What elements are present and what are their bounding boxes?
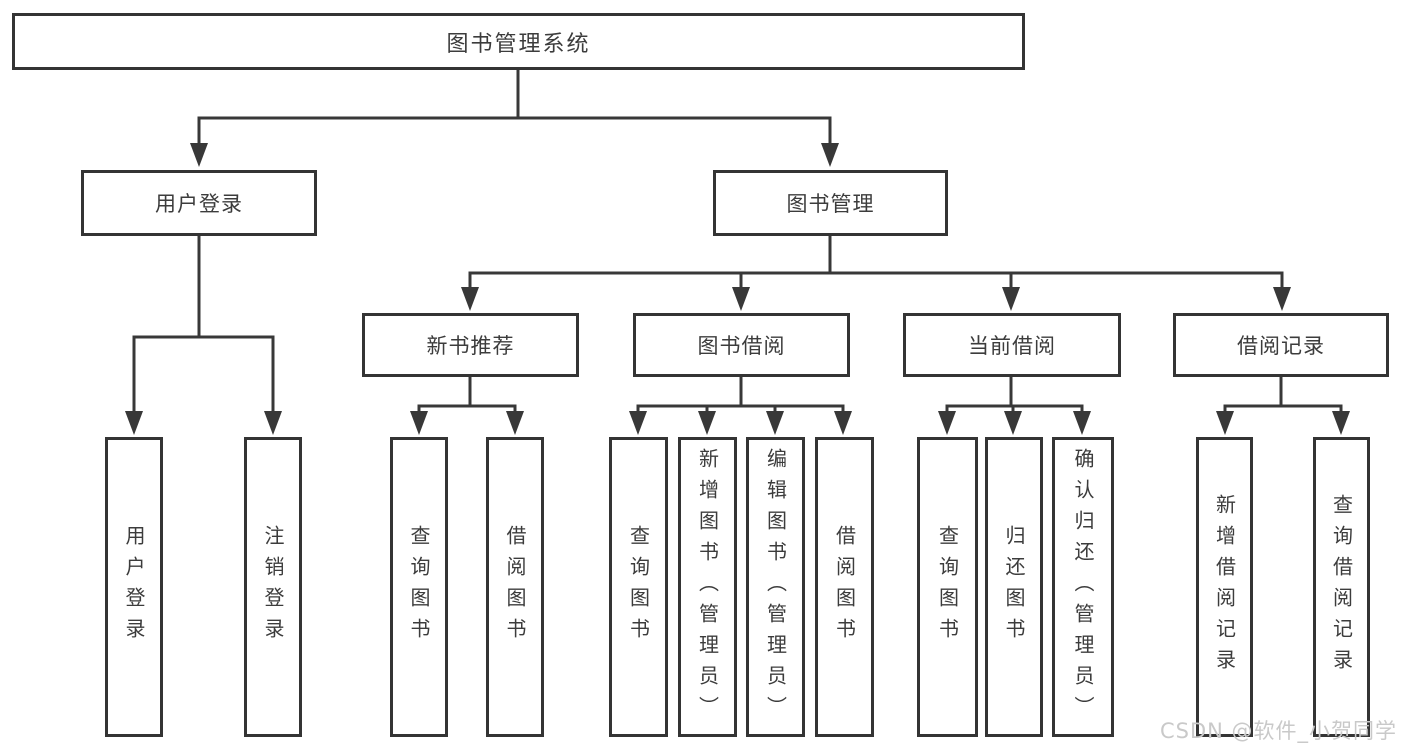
- leaf-edit-books-admin-label: 编辑图书（管理员）: [763, 447, 788, 727]
- leaf-add-books-admin-label: 新增图书（管理员）: [695, 447, 720, 727]
- node-root-system: 图书管理系统: [12, 13, 1025, 70]
- leaf-borrow-books-label: 借阅图书: [832, 525, 857, 649]
- leaf-recommend-query-books: 查询图书: [390, 437, 448, 737]
- leaf-logout-label: 注销登录: [261, 525, 285, 649]
- node-new-book-recommend: 新书推荐: [362, 313, 579, 377]
- leaf-borrow-query-books: 查询图书: [609, 437, 668, 737]
- leaf-current-query-books: 查询图书: [917, 437, 978, 737]
- leaf-recommend-borrow-books: 借阅图书: [486, 437, 544, 737]
- leaf-borrow-query-books-label: 查询图书: [626, 525, 651, 649]
- node-book-management: 图书管理: [713, 170, 948, 236]
- leaf-return-books-label: 归还图书: [1002, 525, 1026, 649]
- leaf-confirm-return-admin-label: 确认归还（管理员）: [1071, 447, 1095, 727]
- leaf-query-borrow-record: 查询借阅记录: [1313, 437, 1370, 737]
- node-root-system-label: 图书管理系统: [446, 31, 591, 57]
- leaf-user-login: 用户登录: [105, 437, 163, 737]
- node-current-borrow-label: 当前借阅: [968, 334, 1056, 358]
- leaf-query-borrow-record-label: 查询借阅记录: [1329, 494, 1354, 680]
- node-borrow-records-label: 借阅记录: [1237, 334, 1325, 358]
- leaf-user-login-label: 用户登录: [122, 525, 146, 649]
- node-book-borrow: 图书借阅: [633, 313, 850, 377]
- node-user-login-label: 用户登录: [155, 192, 243, 216]
- csdn-watermark: CSDN @软件_小贺同学: [1160, 719, 1398, 743]
- node-borrow-records: 借阅记录: [1173, 313, 1389, 377]
- node-book-borrow-label: 图书借阅: [697, 334, 786, 358]
- leaf-recommend-query-books-label: 查询图书: [407, 525, 431, 649]
- leaf-add-borrow-record: 新增借阅记录: [1196, 437, 1253, 737]
- node-book-management-label: 图书管理: [786, 192, 875, 216]
- leaf-add-borrow-record-label: 新增借阅记录: [1212, 494, 1237, 680]
- node-current-borrow: 当前借阅: [903, 313, 1121, 377]
- leaf-return-books: 归还图书: [985, 437, 1043, 737]
- node-new-book-recommend-label: 新书推荐: [426, 334, 515, 358]
- leaf-current-query-books-label: 查询图书: [935, 525, 960, 649]
- leaf-edit-books-admin: 编辑图书（管理员）: [746, 437, 805, 737]
- leaf-logout: 注销登录: [244, 437, 302, 737]
- leaf-recommend-borrow-books-label: 借阅图书: [503, 525, 527, 649]
- leaf-borrow-books: 借阅图书: [815, 437, 874, 737]
- leaf-confirm-return-admin: 确认归还（管理员）: [1052, 437, 1114, 737]
- leaf-add-books-admin: 新增图书（管理员）: [678, 437, 737, 737]
- node-user-login: 用户登录: [81, 170, 317, 236]
